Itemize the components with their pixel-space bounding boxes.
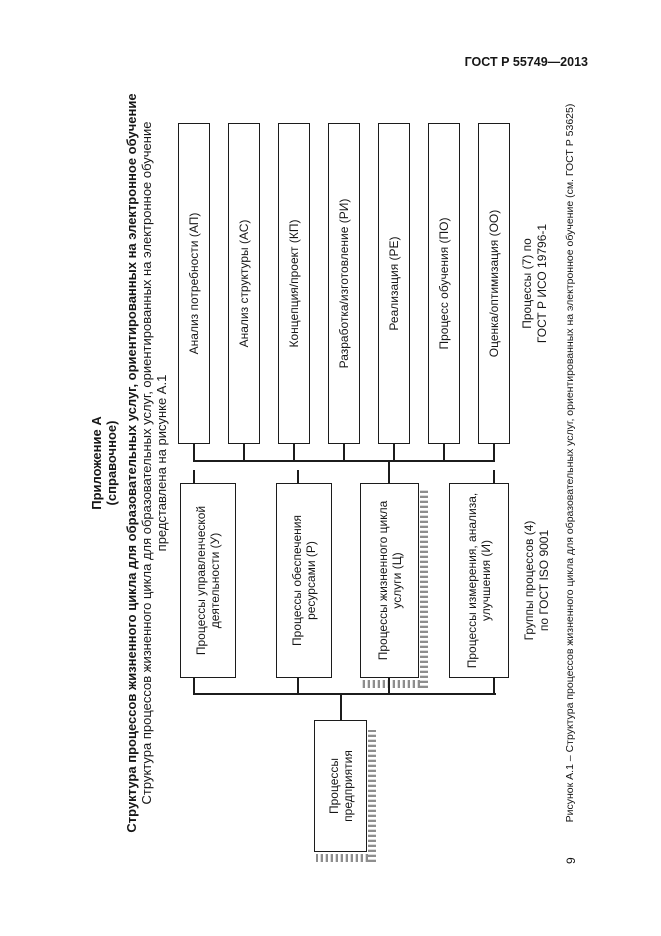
process-box-realization: Реализация (РЕ) [378,123,410,444]
connector-line [293,444,295,462]
enterprise-processes-box: Процессы предприятия [314,720,367,852]
process-box-needs-analysis: Анализ потребности (АП) [178,123,210,444]
figure-a1-diagram: Процессы предприятия Процессы управленче… [70,68,595,862]
connector-line [443,444,445,462]
connector-line [493,678,495,695]
group-box-management: Процессы управленческой деятельности (У) [180,483,236,678]
lifecycle-box-shadow [420,490,428,688]
enterprise-connector [340,693,342,720]
connector-line [393,444,395,462]
lifecycle-box-shadow [362,680,420,688]
rotated-page-content: Приложение А (справочное) Структура проц… [70,68,595,864]
stub-line [493,470,495,483]
process-box-structure-analysis: Анализ структуры (АС) [228,123,260,444]
connector-line [493,444,495,462]
connector-line [243,444,245,462]
connector-line [193,678,195,695]
standard-number-header: ГОСТ Р 55749—2013 [464,55,588,69]
connector-line [343,444,345,462]
process-box-learning: Процесс обучения (ПО) [428,123,460,444]
group-box-resources: Процессы обеспечения ресурсами (Р) [276,483,332,678]
stub-line [297,470,299,483]
lifecycle-to-bus-connector [388,461,390,483]
connector-line [193,444,195,462]
connector-line [388,678,390,695]
page-number: 9 [564,857,578,864]
process-box-concept-project: Концепция/проект (КП) [278,123,310,444]
enterprise-box-shadow [316,854,368,862]
process-column-label: Процессы (7) по ГОСТ Р ИСО 19796-1 [520,223,549,344]
figure-caption: Рисунок А.1 – Структура процессов жизнен… [564,103,576,823]
connector-line [297,678,299,695]
stub-line [193,470,195,483]
group-column-label: Группы процессов (4) по ГОСТ ISO 9001 [522,520,551,641]
enterprise-box-shadow [368,730,376,862]
group-bus-line [193,693,496,695]
group-box-lifecycle: Процессы жизненного цикла услуги (Ц) [360,483,419,678]
group-box-measurement: Процессы измерения, анализа, улучшения (… [449,483,509,678]
process-box-development: Разработка/изготовление (РИ) [328,123,360,444]
process-box-evaluation: Оценка/оптимизация (ОО) [478,123,510,444]
